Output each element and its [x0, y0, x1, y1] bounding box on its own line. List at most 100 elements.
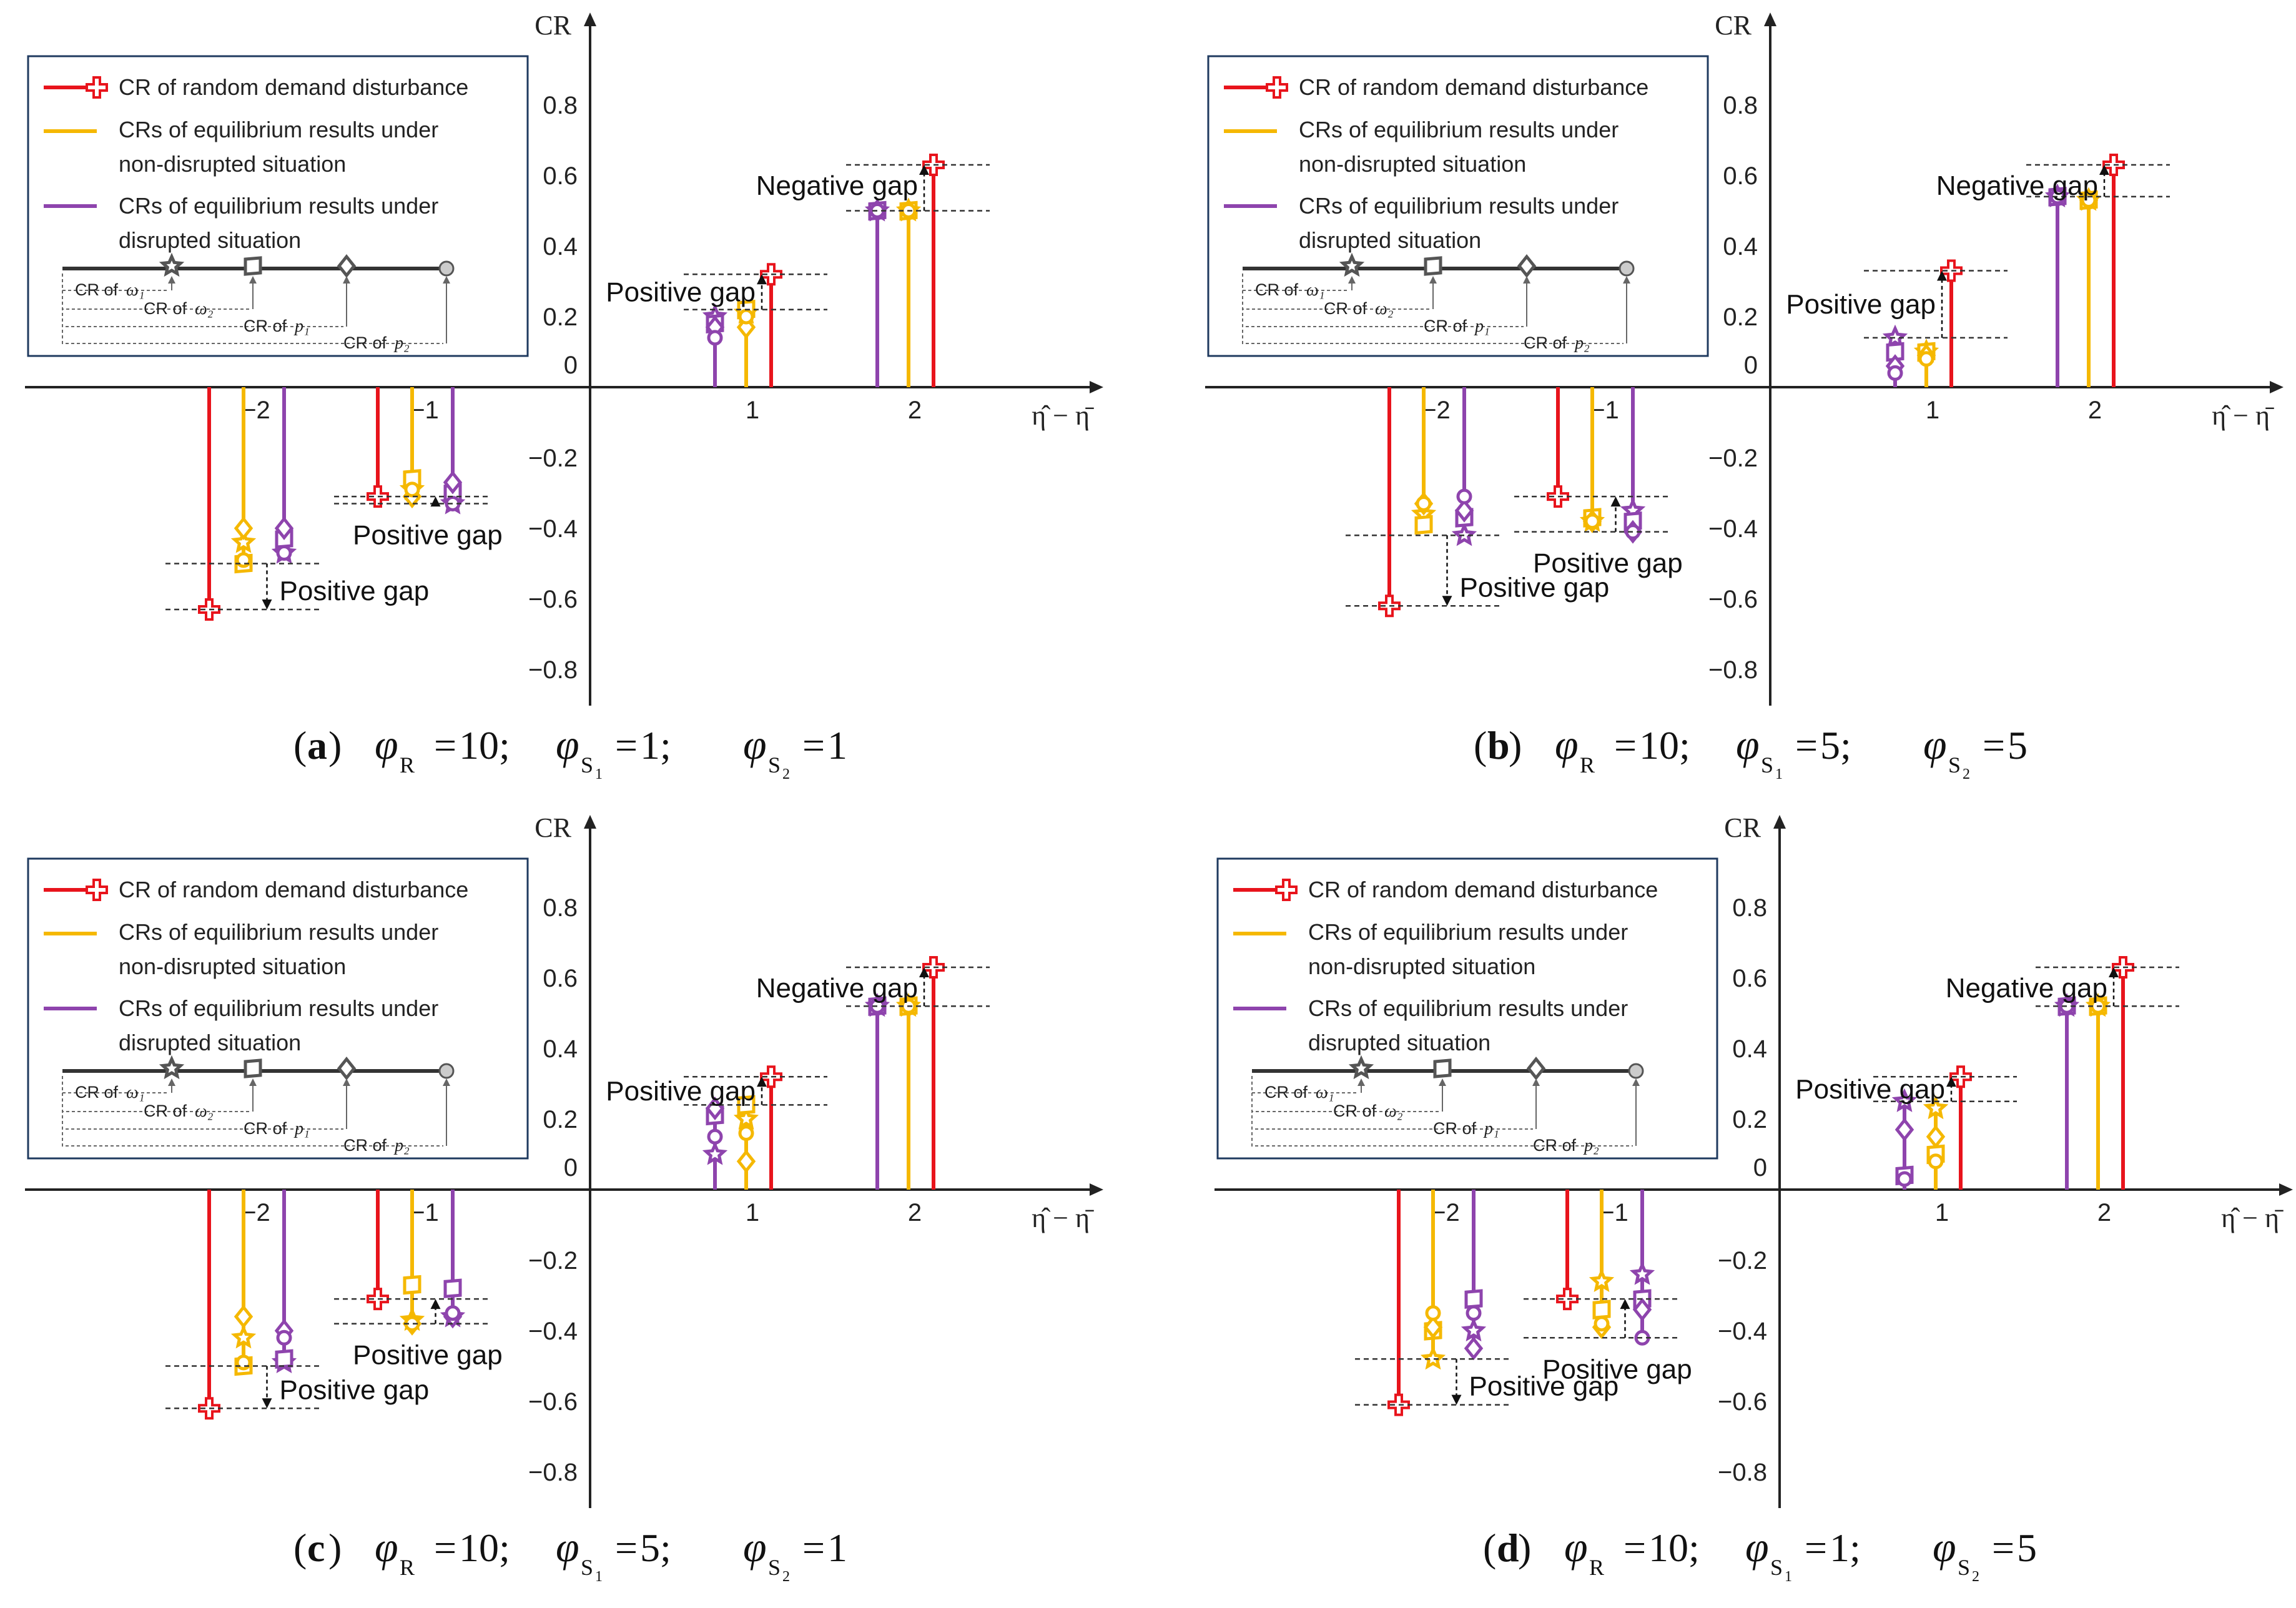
y-tick-label: −0.8 — [1708, 656, 1758, 684]
legend-label-disrupted-2: disrupted situation — [1308, 1030, 1490, 1055]
gap-label: Positive gap — [606, 1076, 756, 1107]
y-axis-arrow — [1773, 815, 1786, 829]
x-tick-label: 2 — [2088, 397, 2102, 424]
caption-subsub: 2 — [782, 766, 790, 782]
panels-group: CRη̂ − η̄0.80.60.40.20−0.2−0.4−0.6−0.8−2… — [25, 10, 2293, 1585]
y-tick-label: 0 — [1753, 1154, 1767, 1181]
x-tick-label: −2 — [1422, 397, 1451, 424]
scale-leader-arrow — [343, 276, 350, 284]
gap-arrowhead — [757, 274, 767, 285]
x-axis-label: η̂ − η̄ — [1032, 400, 1094, 431]
scale-marker-p1 — [1526, 1056, 1546, 1081]
scale-leader-arrow — [1632, 1078, 1640, 1086]
x-tick-label: −1 — [1590, 397, 1619, 424]
marker-non-disrupted — [1589, 1268, 1615, 1292]
scale-symbol-scale_omega2: ω₂ — [195, 299, 214, 318]
gap-arrowhead — [430, 496, 441, 507]
scale-cr-of-label: CR of — [343, 1136, 387, 1155]
marker-disrupted — [1464, 1336, 1484, 1361]
marker-disrupted — [702, 1141, 728, 1165]
y-axis-arrow — [1764, 12, 1776, 26]
caption-phi: φ — [1736, 721, 1760, 768]
caption-value: 1; — [640, 723, 671, 767]
scale-cr-of-label: CR of — [1324, 299, 1367, 318]
scale-marker-omega1 — [1348, 1055, 1374, 1080]
scale-marker-p1 — [337, 1056, 357, 1081]
x-axis-arrow — [1090, 381, 1103, 393]
legend-label-non-disrupted-1: CRs of equilibrium results under — [1299, 117, 1619, 142]
scale-cr-of-label: CR of — [75, 1083, 119, 1102]
caption-subsub: 2 — [782, 1569, 790, 1585]
caption-eq-sign: = — [615, 723, 638, 767]
scale-leader-line — [1251, 1076, 1633, 1147]
gap-arrowhead — [262, 1398, 272, 1409]
scale-symbol-scale_omega1: ω₁ — [1316, 1083, 1334, 1102]
x-axis-label: η̂ − η̄ — [2221, 1203, 2284, 1233]
marker-non-disrupted — [235, 552, 252, 568]
x-tick-label: 1 — [1935, 1199, 1949, 1226]
y-tick-label: −0.8 — [1718, 1459, 1767, 1486]
scale-cr-of-label: CR of — [1533, 1136, 1577, 1155]
gap-label: Positive gap — [1533, 548, 1683, 579]
legend-marker-random — [86, 76, 108, 99]
marker-disrupted — [276, 545, 292, 561]
caption-value: 5 — [2017, 1526, 2037, 1570]
scale-symbol-scale_omega2: ω₂ — [1384, 1102, 1403, 1121]
marker-non-disrupted — [230, 1324, 257, 1349]
caption-phi: φ — [375, 1523, 398, 1571]
y-tick-label: 0.4 — [1723, 233, 1758, 260]
scale-marker-omega2 — [244, 1058, 262, 1078]
caption-phi: φ — [1933, 1523, 1956, 1571]
marker-non-disrupted — [1416, 495, 1432, 511]
legend-marker-random — [1275, 879, 1298, 901]
legend-label-non-disrupted-1: CRs of equilibrium results under — [119, 117, 438, 142]
x-axis-label: η̂ − η̄ — [2212, 400, 2274, 431]
y-tick-label: 0 — [564, 1154, 578, 1181]
x-tick-label: 1 — [746, 397, 759, 424]
gap-arrowhead — [1937, 270, 1947, 281]
scale-symbol-scale_p2: p₂ — [1574, 333, 1590, 353]
caption-eq-sign: = — [1623, 1526, 1646, 1570]
scale-leader-arrow — [1348, 276, 1356, 284]
scale-cr-of-label: CR of — [144, 299, 187, 318]
marker-non-disrupted — [1923, 1095, 1949, 1120]
caption-sub: R — [400, 1555, 415, 1580]
x-tick-label: 2 — [2097, 1199, 2111, 1226]
gap-arrowhead — [1620, 1299, 1630, 1310]
gap-arrowhead — [262, 599, 272, 609]
scale-marker-p2 — [1619, 260, 1635, 277]
y-tick-label: 0.8 — [543, 894, 578, 922]
caption-value: 1 — [827, 1526, 847, 1570]
marker-non-disrupted — [234, 516, 254, 541]
caption-subsub: 2 — [1963, 766, 1970, 782]
marker-disrupted — [1461, 1317, 1487, 1342]
marker-disrupted — [274, 516, 294, 541]
gap-label: Positive gap — [1786, 289, 1936, 320]
legend-label-non-disrupted-2: non-disrupted situation — [119, 151, 346, 177]
caption-letter: c — [307, 1526, 325, 1570]
scale-cr-of-label: CR of — [1433, 1119, 1477, 1138]
marker-disrupted — [1894, 1117, 1914, 1142]
y-tick-label: −0.6 — [1708, 586, 1758, 613]
legend-box — [27, 55, 529, 357]
y-tick-label: −0.2 — [1718, 1247, 1767, 1275]
caption-eq-sign: = — [802, 723, 825, 767]
legend-label-random: CR of random demand disturbance — [119, 877, 468, 902]
gap-label: Positive gap — [1542, 1354, 1692, 1384]
y-tick-label: −0.8 — [528, 1459, 578, 1486]
caption-phi: φ — [1923, 721, 1947, 768]
x-axis-arrow — [1090, 1183, 1103, 1196]
gap-label: Negative gap — [756, 973, 918, 1004]
y-axis-arrow — [584, 12, 596, 26]
y-tick-label: 0.2 — [1723, 303, 1758, 331]
caption-sub: S — [581, 1555, 593, 1580]
marker-non-disrupted — [1584, 513, 1600, 530]
legend-label-non-disrupted-1: CRs of equilibrium results under — [119, 919, 438, 945]
y-tick-label: 0.4 — [543, 1035, 578, 1063]
gap-arrowhead — [757, 1077, 767, 1087]
